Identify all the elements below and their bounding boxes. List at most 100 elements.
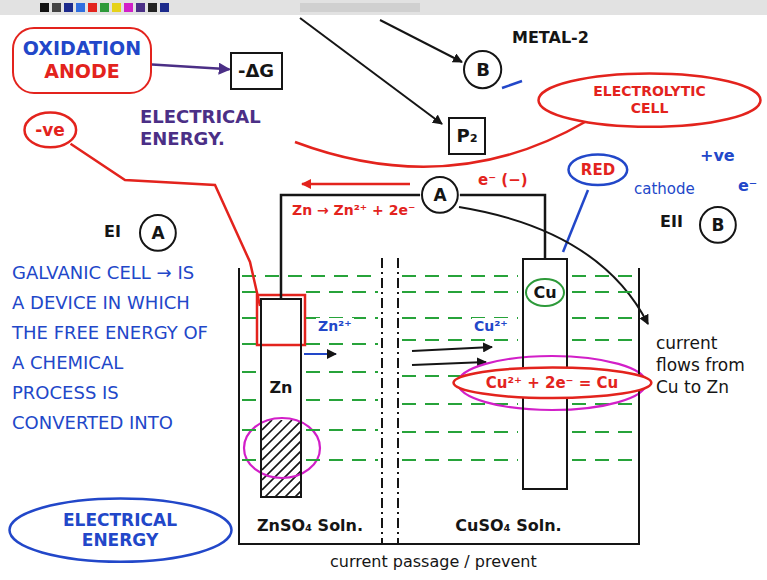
salt-bridge (382, 258, 398, 545)
node-outline-ellipse (422, 177, 458, 213)
toolbar (0, 0, 767, 15)
sign-ellipse: -ve (22, 110, 79, 150)
node-text: -ΔG (238, 60, 274, 82)
electron-label: e⁻ (738, 176, 757, 195)
electrode-label-circle: A (138, 213, 178, 253)
electrode-highlight (257, 295, 305, 345)
ion-arrow (412, 347, 492, 351)
energy-note: ELECTRICAL ENERGY. (140, 106, 290, 149)
node-outline-ellipse (453, 368, 651, 399)
node-outline-ellipse (464, 51, 501, 88)
toolbar-swatch (40, 3, 49, 12)
cell-type-oval: ELECTROLYTIC CELL (536, 71, 763, 129)
meter-circle: A (420, 175, 460, 215)
highlight-ring (458, 356, 646, 410)
energy-box: -ΔG (230, 52, 283, 90)
connector-wire (281, 195, 420, 298)
text-group: Zn (267, 378, 296, 397)
node-outline-ellipse (24, 113, 76, 148)
toolbar-swatch (136, 3, 145, 12)
electrode-hatching (262, 420, 301, 496)
definition-note: GALVANIC CELL → IS A DEVICE IN WHICH THE… (12, 258, 212, 438)
node-text: Cu (525, 278, 564, 307)
node-text: ELECTRICAL ENERGY (45, 510, 195, 551)
electrode-label-circle: B (698, 205, 738, 245)
current-note: current flows from Cu to Zn (656, 332, 746, 398)
node-outline-ellipse (9, 498, 231, 561)
toolbar-swatch (112, 3, 121, 12)
zinc-electrode: Zn (260, 298, 302, 498)
toolbar-field (300, 3, 420, 12)
text-group: A (433, 185, 446, 205)
reaction-oval: Cu²⁺ + 2e⁻ = Cu (451, 365, 654, 401)
text-group: OXIDATIONANODE (23, 37, 141, 83)
node-text: Zn (267, 378, 296, 397)
toolbar-swatch (124, 3, 133, 12)
reduction-circle: RED (566, 152, 630, 188)
node-text: P₂ (456, 125, 477, 147)
part-label: METAL-2 (512, 28, 589, 47)
electron-flow-arrow (302, 183, 410, 186)
toolbar-swatch (88, 3, 97, 12)
node-text: RED (581, 161, 615, 179)
text-group: B (476, 59, 490, 81)
polarity-label: +ve (700, 146, 735, 165)
highlight-ring (244, 418, 320, 478)
node-text: B (712, 215, 725, 235)
text-group: ELECTRICAL ENERGY (45, 510, 195, 551)
text-group: ZnSO₄ Soln.CuSO₄ Soln. (240, 516, 637, 535)
node-text: A (151, 223, 164, 243)
text-group: B (712, 215, 725, 235)
connector-wire (460, 195, 545, 258)
toolbar-swatch (64, 3, 73, 12)
electrode-name: EII (660, 212, 683, 231)
node-text: OXIDATION (23, 37, 141, 60)
text-group: Cu²⁺ + 2e⁻ = Cu (486, 374, 618, 392)
text-group: RED (581, 161, 615, 179)
node-text: ZnSO₄ Soln. (240, 516, 380, 535)
node-text: ELECTROLYTIC CELL (575, 83, 725, 117)
anode-region: OXIDATIONANODE (12, 27, 152, 94)
node-text: ANODE (23, 60, 141, 83)
connector-wire (152, 64, 230, 69)
electron-label: e⁻ (−) (478, 171, 528, 189)
product-box: P₂ (448, 117, 486, 155)
node-text: -ve (35, 120, 65, 140)
text-group: -ΔG (238, 60, 274, 82)
text-group: P₂ (456, 125, 477, 147)
node-outline-ellipse (700, 207, 736, 243)
beaker: Zn CuCu²⁺ + 2e⁻ = Cu ZnSO₄ Soln.CuSO₄ Soln… (238, 268, 640, 545)
toolbar-swatch (52, 3, 61, 12)
text-group: A (151, 223, 164, 243)
current-arrow (459, 207, 648, 324)
text-group: -ve (35, 120, 65, 140)
ion-label: Zn²⁺ (316, 318, 354, 335)
metal-circle: B (462, 49, 503, 90)
pointer-line (300, 18, 442, 124)
node-outline-ellipse (569, 155, 628, 186)
energy-oval: ELECTRICAL ENERGY (7, 496, 234, 564)
node-outline-ellipse (140, 215, 176, 251)
electrode-role: cathode (634, 180, 695, 198)
electrode-name: EI (104, 222, 121, 241)
toolbar-swatch (160, 3, 169, 12)
text-group: ELECTROLYTIC CELL (575, 83, 725, 117)
node-text: CuSO₄ Soln. (380, 516, 637, 535)
toolbar-swatch (76, 3, 85, 12)
underline-stroke (502, 81, 522, 88)
node-text: Cu²⁺ + 2e⁻ = Cu (486, 374, 618, 392)
pointer-line (380, 20, 462, 62)
ion-label: Cu²⁺ (472, 318, 510, 335)
half-reaction: Zn → Zn²⁺ + 2e⁻ (292, 202, 415, 219)
text-group: Cu (525, 278, 564, 307)
node-text: A (433, 185, 446, 205)
node-text: B (476, 59, 490, 81)
ion-arrow (304, 353, 336, 355)
toolbar-swatch (100, 3, 109, 12)
ion-arrow (412, 362, 486, 365)
link-curve (295, 122, 585, 167)
node-outline-ellipse (539, 73, 761, 126)
bridge-note: current passage / prevent (330, 552, 537, 571)
